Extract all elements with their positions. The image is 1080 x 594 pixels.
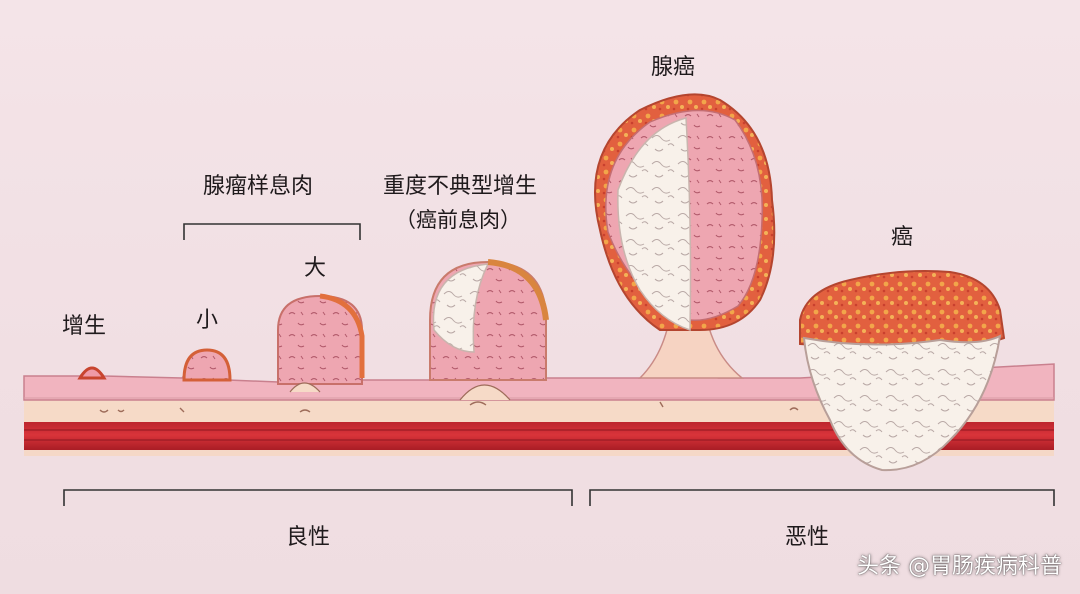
label-precancerous-note: （癌前息肉）: [395, 208, 521, 232]
label-small: 小: [196, 308, 219, 333]
label-severe-dysplasia: 重度不典型增生: [383, 174, 538, 199]
malignant-bracket: [589, 489, 1055, 506]
label-hyperplasia: 增生: [62, 314, 107, 339]
serosa-layer: [24, 448, 1054, 456]
label-adenoma-group: 腺瘤样息肉: [203, 174, 314, 199]
label-malignant: 恶性: [785, 525, 830, 550]
label-benign: 良性: [286, 525, 331, 550]
invasive-cancer: [799, 270, 1006, 472]
large-adenoma: [277, 293, 365, 393]
adenoma-bracket: [183, 223, 361, 240]
severe-dysplasia-polyp: [429, 259, 549, 401]
watermark: 头条 @胃肠疾病科普: [857, 554, 1062, 579]
benign-bracket: [63, 489, 573, 506]
label-cancer: 癌: [891, 225, 914, 250]
hyperplasia-lesion: [77, 366, 107, 380]
adenocarcinoma-polyp: [594, 93, 776, 379]
label-adenocarcinoma: 腺癌: [651, 55, 696, 80]
small-adenoma: [182, 348, 232, 382]
label-large: 大: [304, 256, 327, 281]
